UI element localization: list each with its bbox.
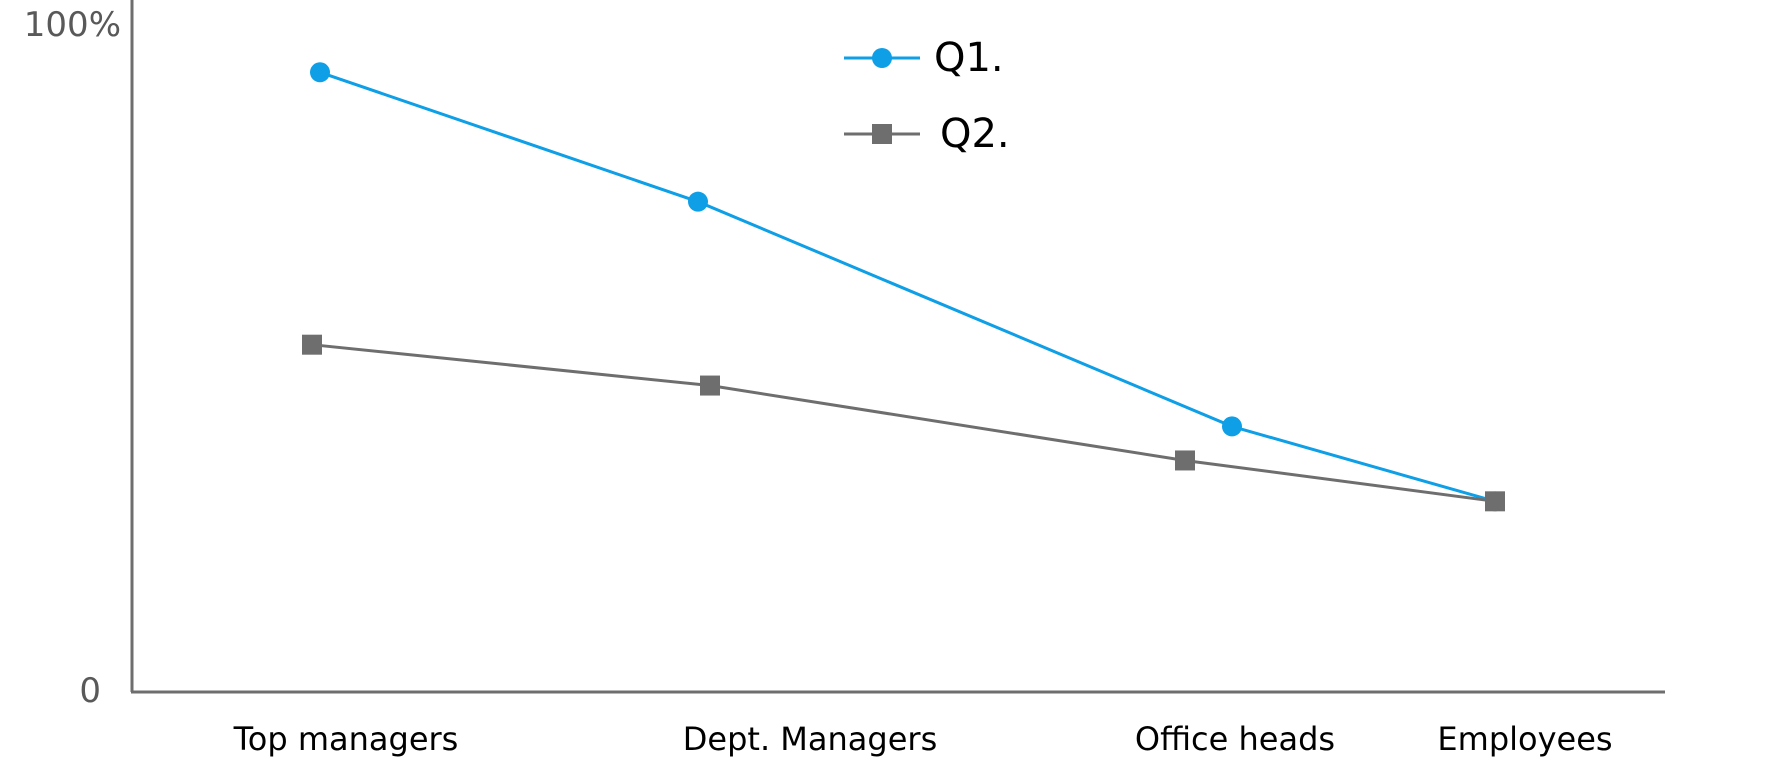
data-point [1485, 491, 1505, 512]
series-line [311, 343, 1496, 503]
x-category-label: Dept. Managers [683, 720, 937, 758]
x-category-labels: Top managers Dept. Managers Office heads Em… [233, 720, 1613, 758]
y-tick-label-max: 100% [24, 5, 121, 45]
series-2 [302, 334, 1505, 512]
legend-item-q1: Q1. [844, 35, 1004, 81]
legend: Q1. Q2. [844, 35, 1010, 157]
legend-label-q2: Q2. [940, 111, 1010, 157]
legend-label-q1: Q1. [934, 35, 1004, 81]
data-point [310, 62, 330, 83]
x-category-label: Top managers [233, 720, 459, 758]
legend-marker-q2 [872, 124, 892, 144]
data-point [302, 334, 322, 355]
data-point [700, 375, 720, 396]
data-point [1175, 450, 1195, 471]
series-1 [310, 62, 1505, 512]
data-point [688, 191, 708, 212]
series-line [319, 70, 1496, 503]
series-layer [302, 62, 1505, 512]
y-tick-label-min: 0 [79, 671, 101, 711]
legend-marker-q1 [872, 48, 892, 68]
legend-item-q2: Q2. [844, 111, 1010, 157]
x-category-label: Office heads [1135, 720, 1335, 758]
data-point [1222, 416, 1242, 437]
x-category-label: Employees [1437, 720, 1612, 758]
